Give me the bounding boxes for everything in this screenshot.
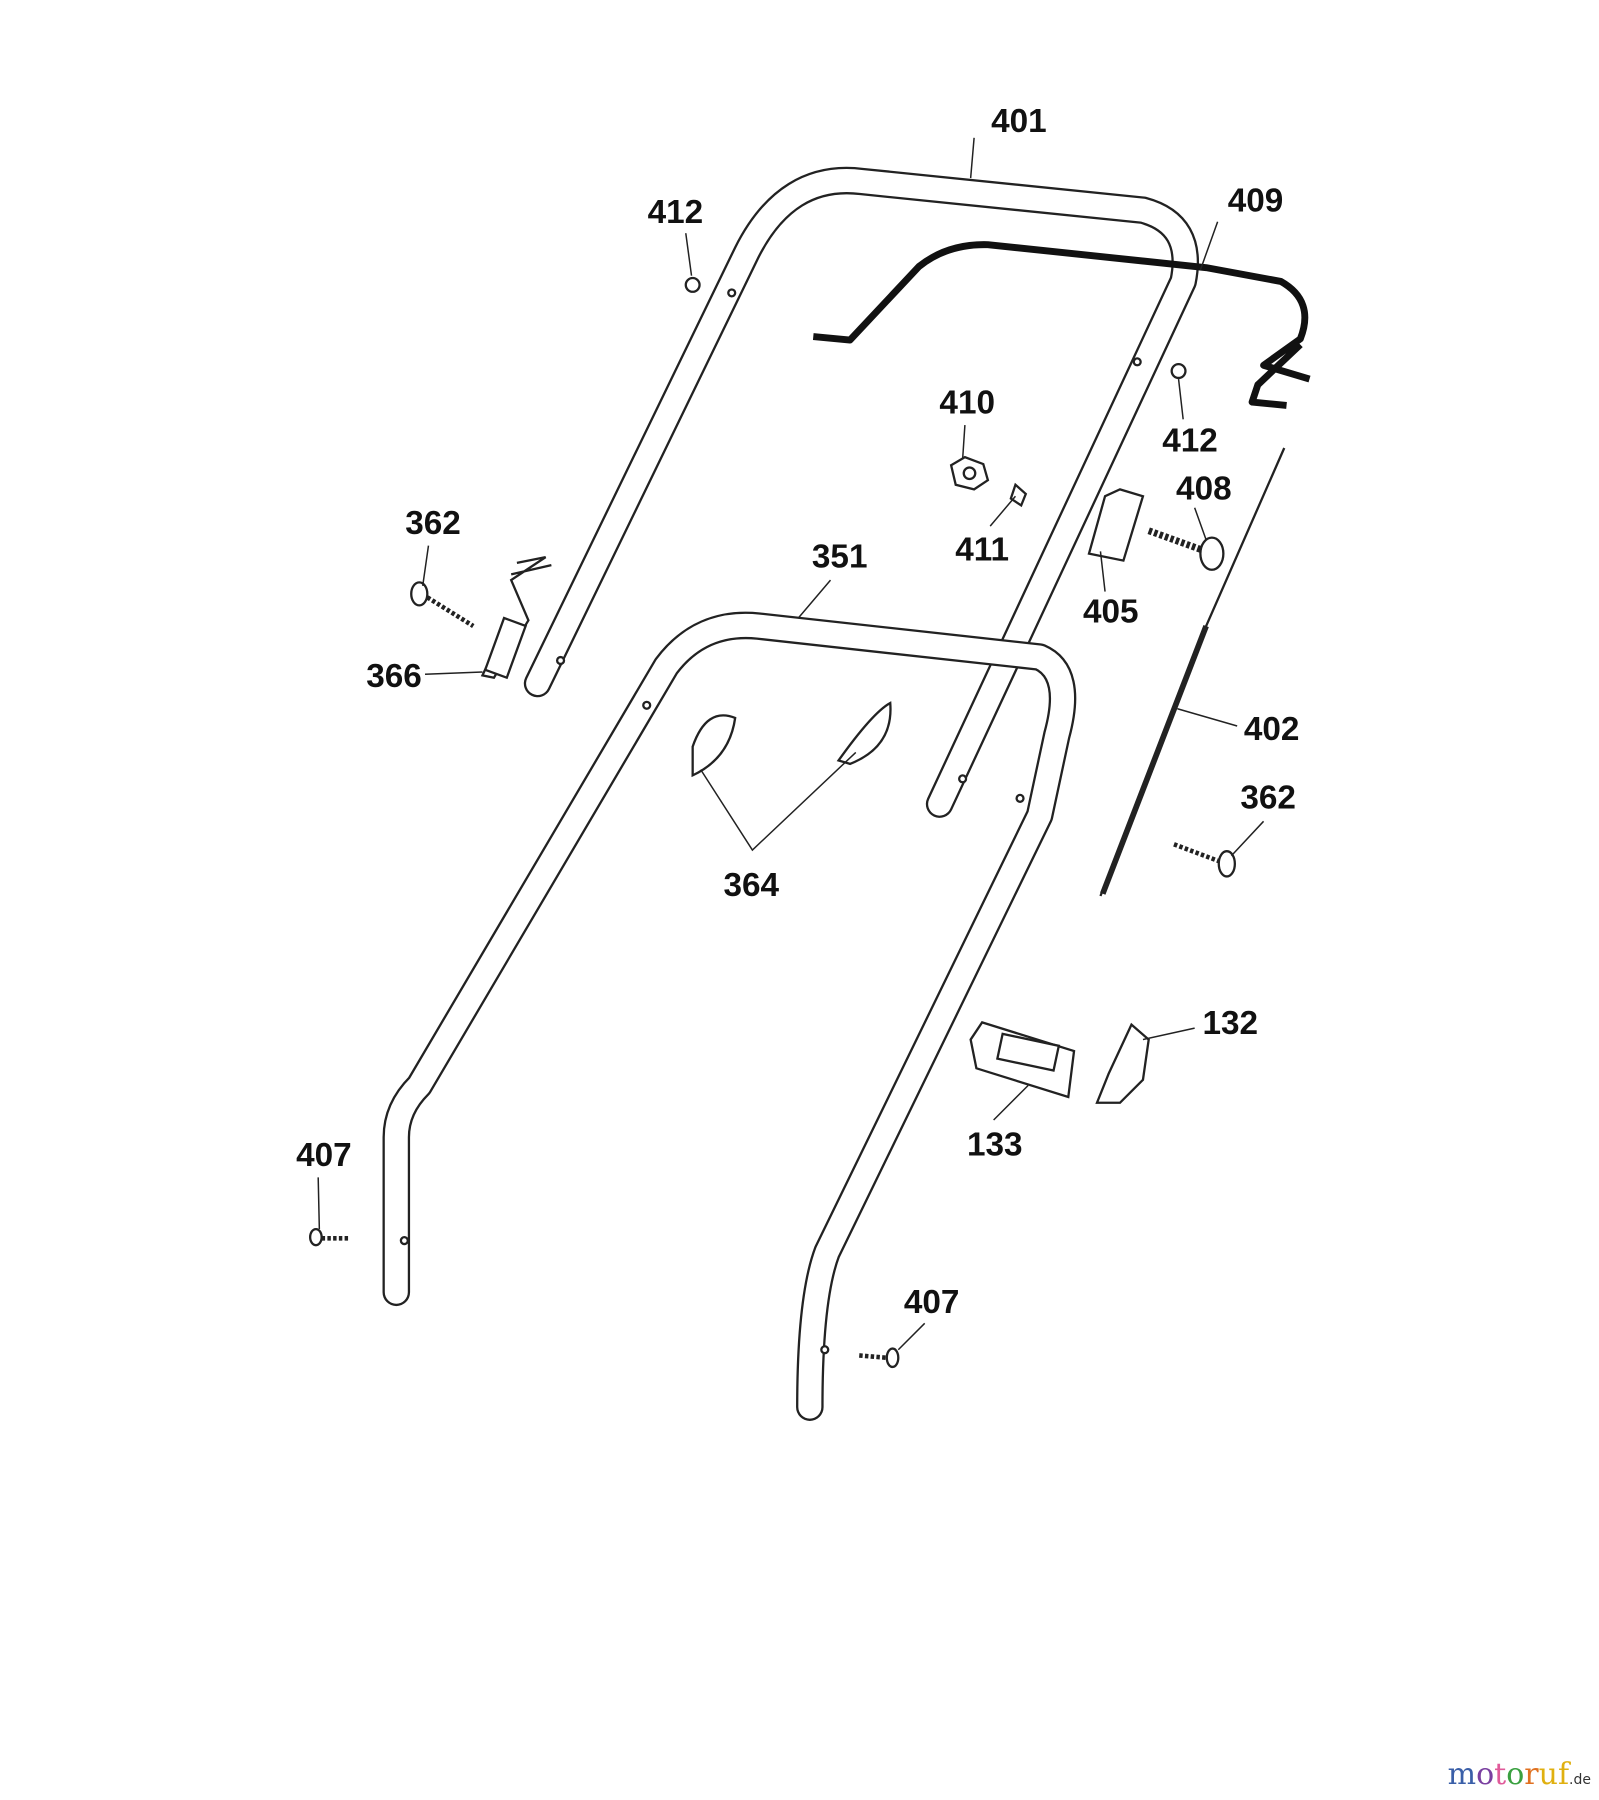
- watermark-suffix: .de: [1569, 1772, 1591, 1788]
- label-411: 411: [955, 532, 1009, 569]
- label-408: 408: [1176, 471, 1232, 508]
- label-364: 364: [723, 867, 779, 904]
- nut-412-icon: [1170, 362, 1187, 380]
- watermark-letter: u: [1538, 1757, 1558, 1792]
- label-410: 410: [939, 385, 995, 422]
- watermark-text: motoruf: [1448, 1757, 1569, 1792]
- label-402: 402: [1244, 711, 1300, 748]
- label-412: 412: [1162, 422, 1218, 459]
- label-407: 407: [296, 1137, 352, 1174]
- watermark-letter: r: [1524, 1757, 1539, 1792]
- label-362: 362: [405, 505, 461, 542]
- watermark-letter: o: [1506, 1757, 1525, 1792]
- lever-366-icon: [480, 555, 552, 680]
- screw-407-icon: [309, 1227, 351, 1247]
- label-362: 362: [1240, 780, 1296, 817]
- screw-362-icon: [1173, 842, 1237, 878]
- screw-407-icon: [859, 1347, 900, 1369]
- washer-411-icon: [1009, 482, 1028, 508]
- label-409: 409: [1228, 182, 1284, 219]
- label-407: 407: [904, 1284, 960, 1321]
- watermark-letter: m: [1447, 1757, 1477, 1792]
- label-351: 351: [812, 538, 868, 575]
- watermark-letter: o: [1476, 1757, 1495, 1792]
- label-366: 366: [366, 658, 422, 695]
- label-412: 412: [648, 194, 704, 231]
- wing-nut-364-icon: [691, 701, 892, 778]
- watermark-letter: t: [1494, 1757, 1507, 1792]
- watermark-letter: f: [1557, 1757, 1570, 1792]
- clip-405-icon: [1087, 488, 1145, 562]
- label-133: 133: [967, 1127, 1023, 1164]
- bolt-408-icon: [1147, 527, 1225, 571]
- label-405: 405: [1083, 594, 1139, 631]
- upper-handle-401: [523, 166, 1200, 818]
- watermark-logo: motoruf.de: [1448, 1757, 1591, 1792]
- screw-362-icon: [410, 581, 475, 628]
- control-bar-409: [812, 241, 1311, 409]
- lower-handle-351: [382, 611, 1077, 1421]
- label-401: 401: [991, 103, 1047, 140]
- switch-132-icon: [1095, 1022, 1150, 1104]
- label-132: 132: [1202, 1005, 1258, 1042]
- nut-412-icon: [684, 276, 701, 293]
